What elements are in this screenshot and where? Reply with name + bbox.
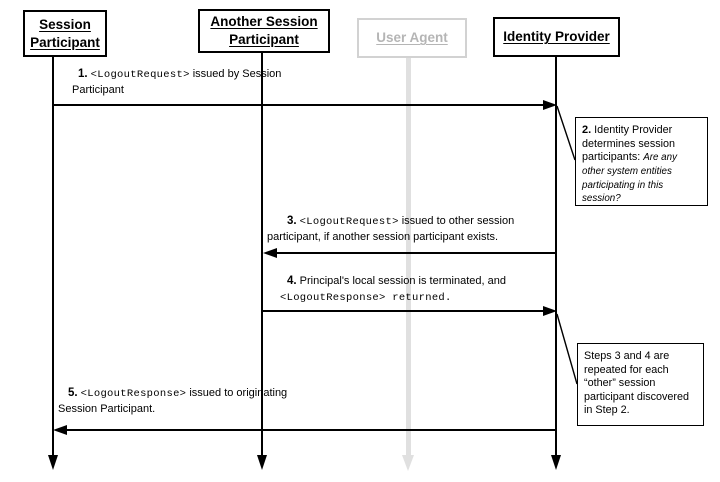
step-text: Principal's local session is terminated,… [296,275,506,287]
arrow-step4-line [262,310,544,312]
lifeline-user-agent [406,58,411,455]
arrow-step5-head-icon [53,425,67,435]
step-code: <LogoutRequest> [299,216,399,228]
step-text: issued to other session participant, if … [267,215,515,243]
participant-box-another-session-participant: Another Session Participant [198,9,330,53]
arrow-step3-head-icon [263,248,277,258]
message-step1-label: 1. <LogoutRequest> issued by Session Par… [72,67,312,97]
lifeline-session-participant [52,57,54,455]
arrow-step4-head-icon [543,306,557,316]
message-step4-label: 4. Principal's local session is terminat… [280,274,566,305]
participant-box-user-agent: User Agent [357,18,467,58]
step-number: 3. [287,215,297,227]
note-repeat-steps: Steps 3 and 4 are repeated for each “oth… [577,343,704,426]
step-number: 4. [287,275,297,287]
step-number: 2. [582,124,592,136]
participant-label: User Agent [376,30,448,46]
note-question-text: Are any other system entities participat… [582,152,677,205]
step-number: 5. [68,387,78,399]
participant-label: Session Participant [30,16,100,50]
note-text: Identity Provider determines session par… [582,124,676,164]
arrow-step5-line [66,429,556,431]
step-text: issued by Session Participant [72,68,282,96]
lifeline-arrowhead-icon [551,455,561,470]
note-text: Steps 3 and 4 are repeated for each “oth… [584,350,690,417]
message-step3-label: 3. <LogoutRequest> issued to other sessi… [267,214,559,244]
participant-box-session-participant: Session Participant [23,10,107,57]
lifeline-arrowhead-icon [257,455,267,470]
arrow-step1-line [53,104,545,106]
step-number: 1. [78,68,88,80]
participant-box-identity-provider: Identity Provider [493,17,620,57]
lifeline-arrowhead-icon [48,455,58,470]
note-step2: 2. Identity Provider determines session … [575,117,708,206]
step-code: <LogoutResponse> [80,388,187,400]
participant-label: Identity Provider [503,29,610,45]
lifeline-arrowhead-icon [402,455,414,471]
note-connector-step2 [556,105,576,161]
step-code: <LogoutResponse> returned. [280,291,452,304]
participant-label: Another Session Participant [210,14,318,47]
lifeline-another-session-participant [261,53,263,455]
step-code: <LogoutRequest> [90,69,190,81]
lifeline-identity-provider [555,57,557,455]
step-text: issued to originating Session Participan… [58,387,288,415]
note-connector-repeat [556,313,578,385]
arrow-step3-line [276,252,556,254]
message-step5-label: 5. <LogoutResponse> issued to originatin… [58,386,294,416]
arrow-step1-head-icon [543,100,557,110]
